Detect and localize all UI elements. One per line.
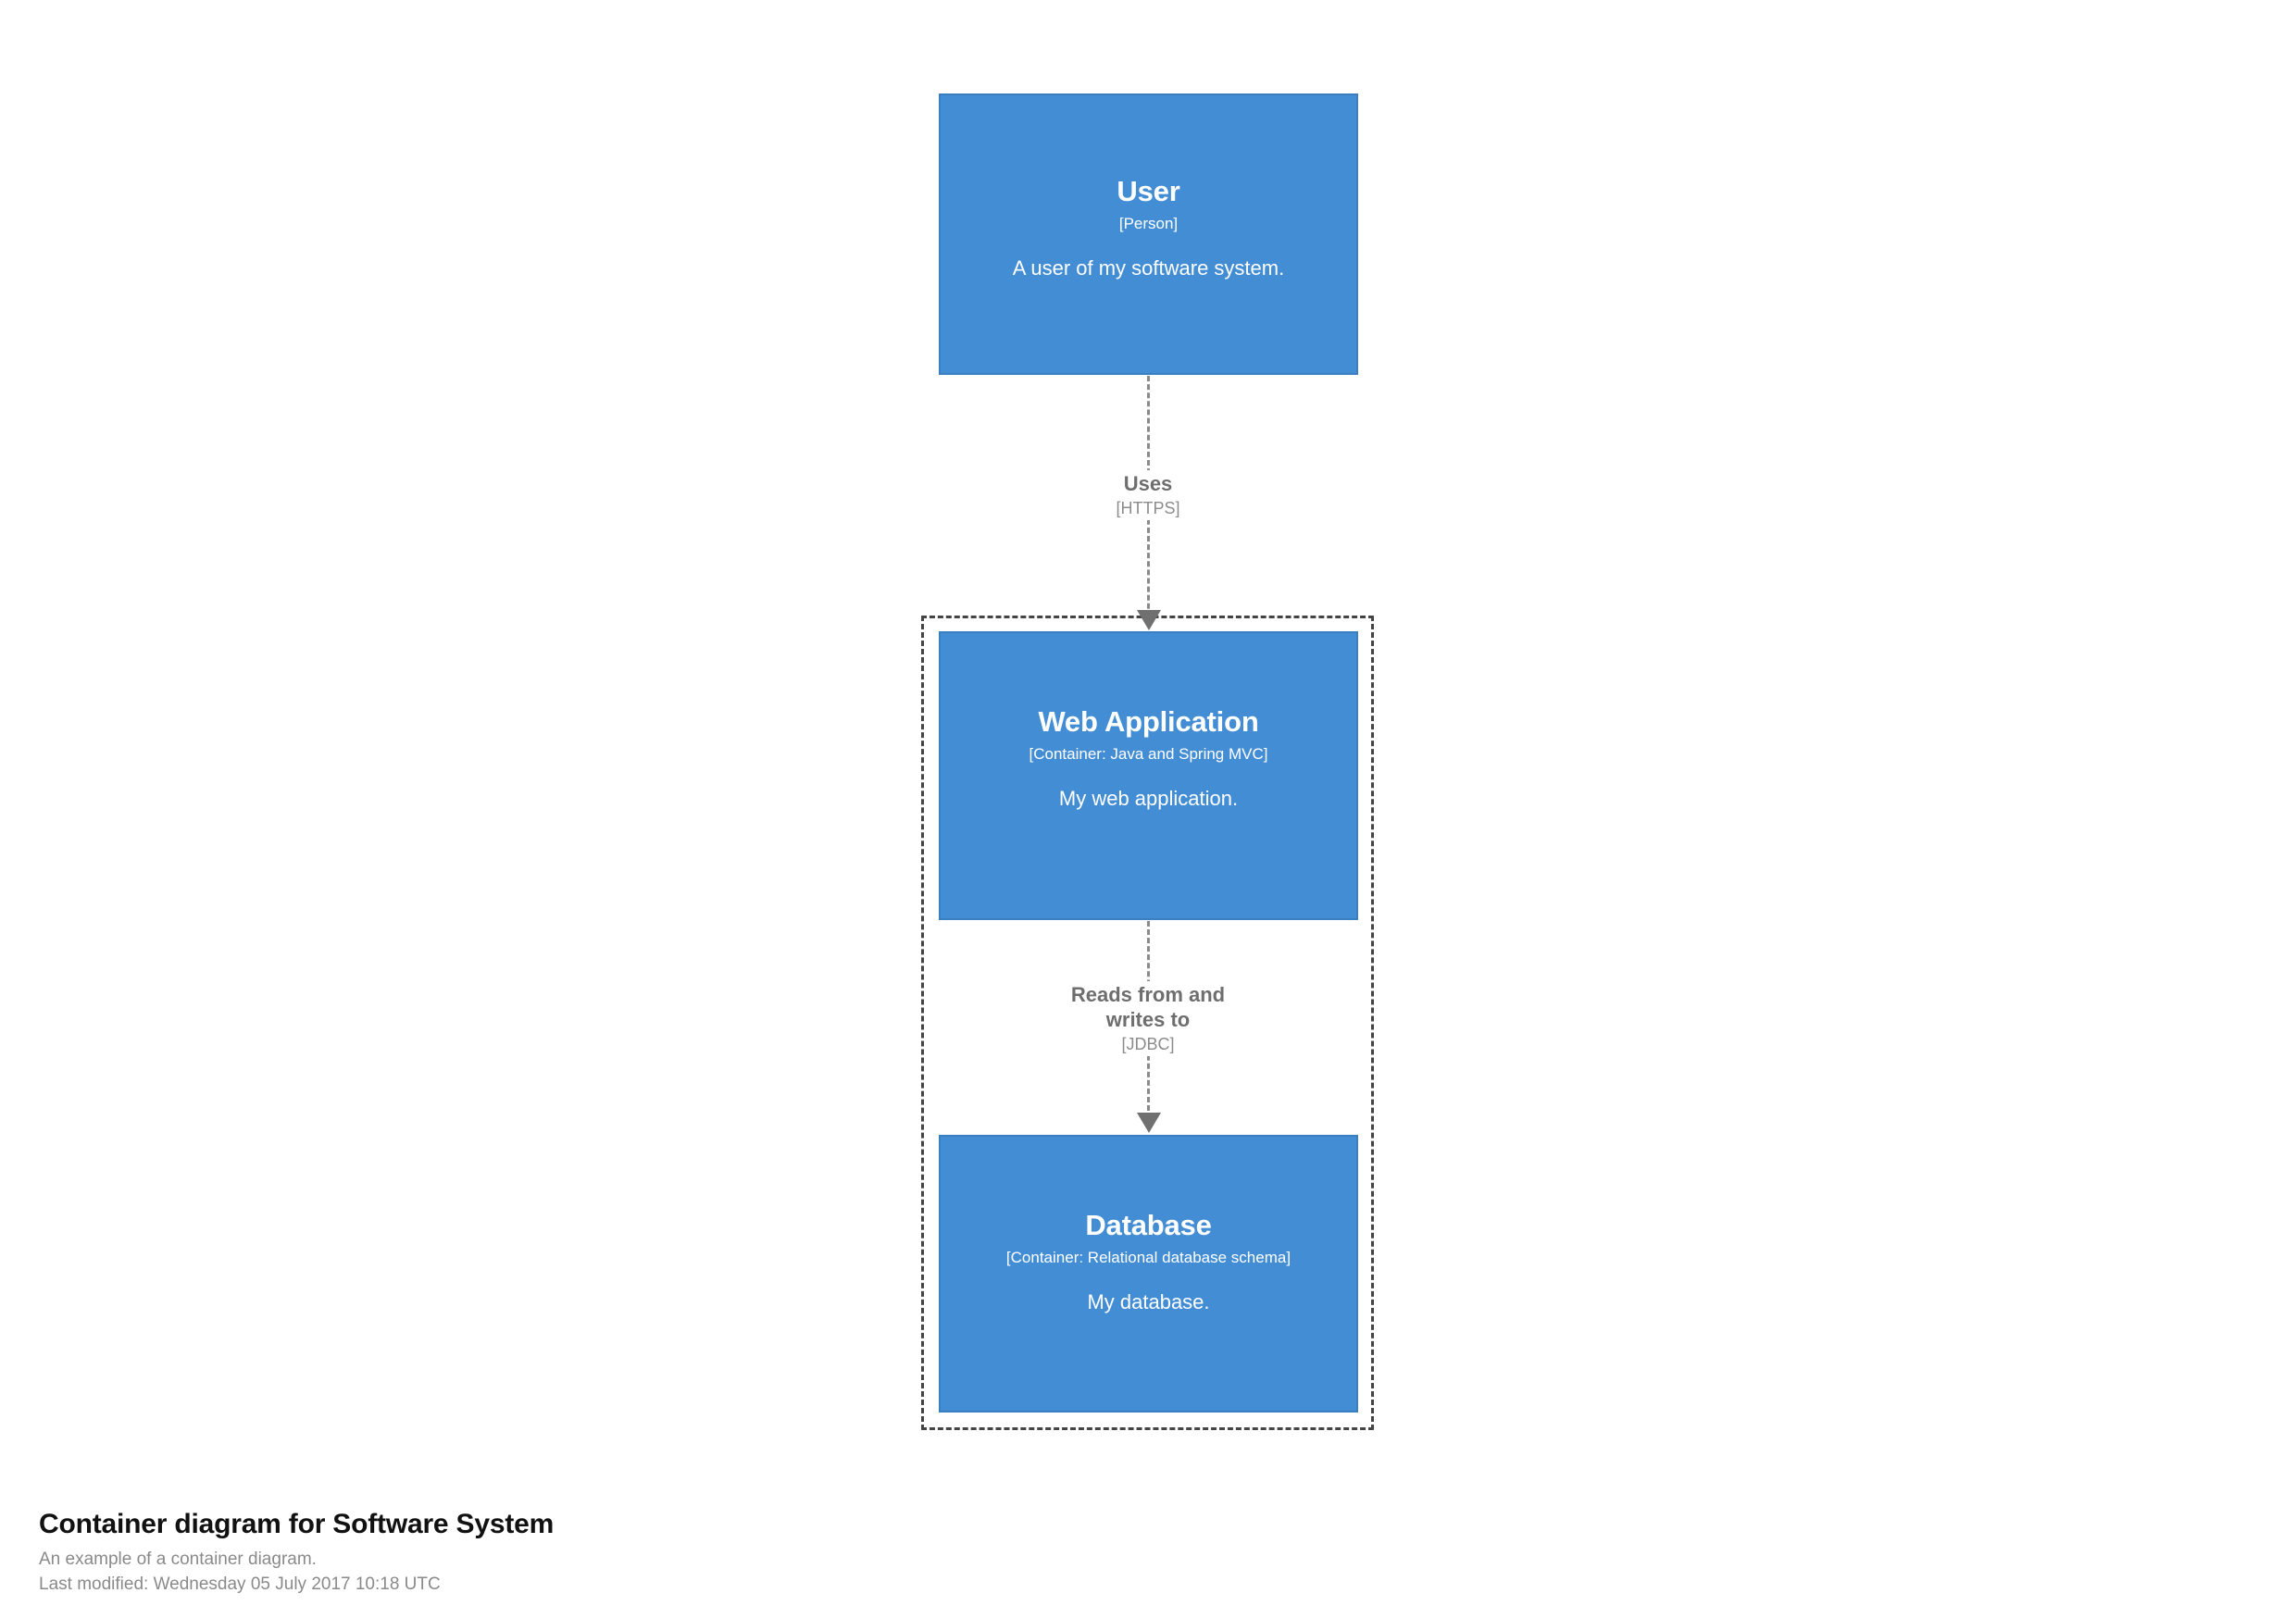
- element-type: [Person]: [1118, 214, 1179, 232]
- element-description: My web application.: [1058, 787, 1239, 811]
- element-text-web-application: Web Application [Container: Java and Spr…: [941, 705, 1356, 812]
- element-text-database: Database [Container: Relational database…: [941, 1209, 1356, 1315]
- element-name: Database: [1085, 1209, 1212, 1241]
- diagram-caption: Container diagram for Software System An…: [39, 1507, 1335, 1597]
- element-box-web-application[interactable]: Web Application [Container: Java and Spr…: [939, 631, 1358, 920]
- element-text-user: User [Person] A user of my software syst…: [941, 175, 1356, 281]
- element-name: Web Application: [1038, 705, 1259, 738]
- diagram-last-modified: Last modified: Wednesday 05 July 2017 10…: [39, 1574, 441, 1595]
- relationship-description: Uses: [1123, 472, 1173, 495]
- relationship-label-reads-writes: Reads from and writes to [JDBC]: [1022, 981, 1274, 1057]
- relationship-technology: [JDBC]: [1121, 1034, 1175, 1053]
- diagram-description: An example of a container diagram.: [39, 1549, 317, 1569]
- relationship-description: Reads from and writes to: [1070, 983, 1226, 1031]
- element-description: A user of my software system.: [1012, 256, 1285, 280]
- relationship-label-uses: Uses [HTTPS]: [1037, 470, 1259, 521]
- element-box-database[interactable]: Database [Container: Relational database…: [939, 1135, 1358, 1413]
- relationship-technology: [HTTPS]: [1116, 498, 1180, 517]
- element-name: User: [1117, 175, 1180, 207]
- element-box-user[interactable]: User [Person] A user of my software syst…: [939, 93, 1358, 375]
- page-title: Container diagram for Software System: [39, 1509, 555, 1539]
- relationship-arrowhead-reads-writes: [1137, 1113, 1161, 1133]
- relationship-arrowhead-uses: [1137, 610, 1161, 630]
- element-type: [Container: Java and Spring MVC]: [1029, 744, 1268, 763]
- element-type: [Container: Relational database schema]: [1005, 1248, 1292, 1266]
- element-description: My database.: [1087, 1290, 1210, 1314]
